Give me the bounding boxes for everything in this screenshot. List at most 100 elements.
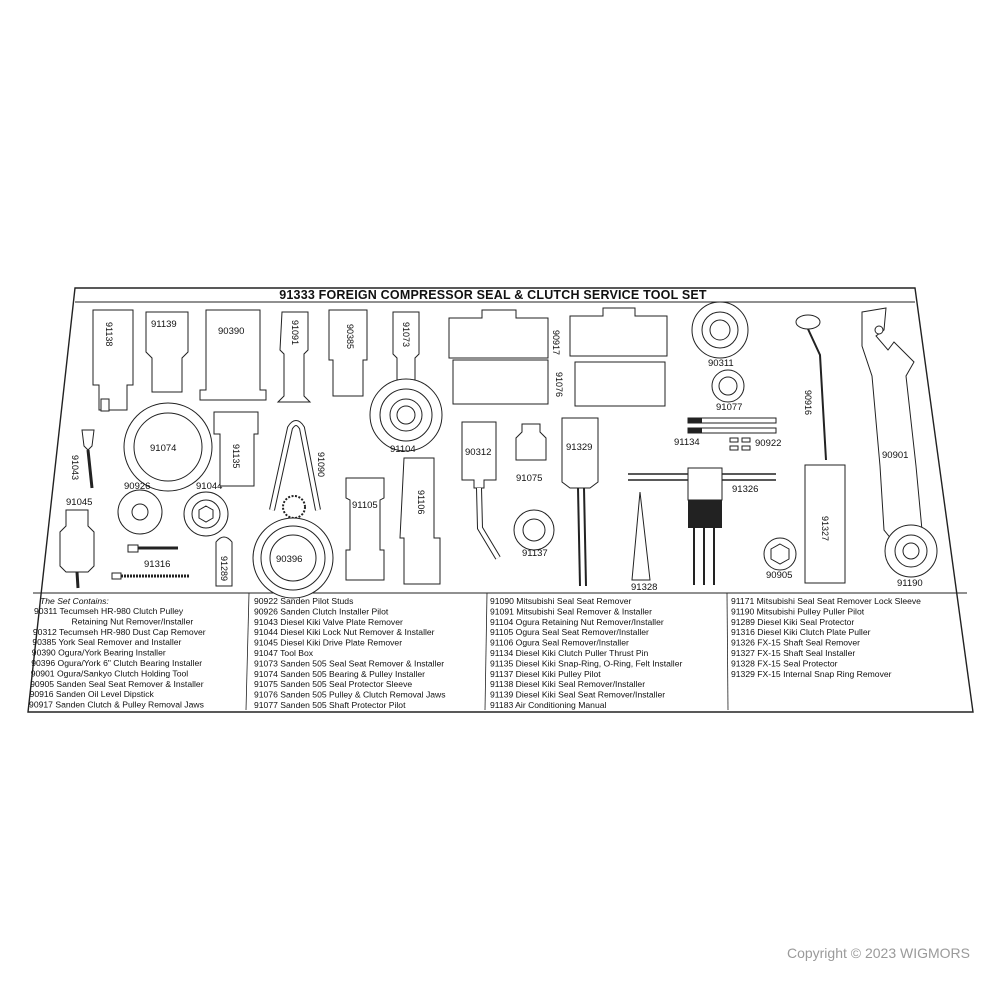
contents-list: The Set Contains: xyxy=(40,592,729,711)
tool-label-91134: 91134 xyxy=(674,437,700,448)
contents-list-item: 91183 Air Conditioning Manual xyxy=(490,700,607,710)
tool-label-91043: 91043 xyxy=(70,455,80,480)
tool-91105: 91105 xyxy=(345,477,385,581)
tool-90905: 90905 xyxy=(763,537,797,581)
contents-list-item: 91091 Mitsubishi Seal Remover & Installe… xyxy=(490,606,652,616)
tool-91328: 91328 xyxy=(631,491,657,593)
tool-90311: 90311 xyxy=(691,301,749,369)
contents-list-item: Retaining Nut Remover/Installer xyxy=(71,616,193,626)
tool-90917: 90917 xyxy=(448,309,561,405)
tool-91076: 91076 xyxy=(554,307,668,407)
tool-label-91076: 91076 xyxy=(554,372,564,397)
tool-label-90312: 90312 xyxy=(465,447,491,458)
tool-label-91329: 91329 xyxy=(566,442,592,453)
tool-91289: 91289 xyxy=(215,536,233,587)
tool-91106: 91106 xyxy=(399,457,441,585)
tool-label-90922: 90922 xyxy=(755,438,781,449)
tool-label-90926: 90926 xyxy=(124,481,150,492)
tool-91073: 91073 xyxy=(392,311,420,385)
tool-91135: 91135 xyxy=(213,411,259,487)
sheet-title: 91333 FOREIGN COMPRESSOR SEAL & CLUTCH S… xyxy=(279,288,707,302)
contents-list-item: 90396 Ogura/York 6" Clutch Bearing Insta… xyxy=(31,658,202,668)
contents-list-item: 90390 Ogura/York Bearing Installer xyxy=(32,648,166,658)
tool-label-91044: 91044 xyxy=(196,481,222,492)
tool-91327: 91327 xyxy=(804,464,846,584)
tool-91138: 91138 xyxy=(92,309,134,412)
tool-91091: 91091 xyxy=(276,311,312,403)
contents-list-item: 91076 Sanden 505 Pulley & Clutch Removal… xyxy=(254,690,446,700)
tool-90901: 90901 xyxy=(861,307,923,541)
tool-label-91090: 91090 xyxy=(316,452,326,477)
copyright-notice: Copyright © 2023 WIGMORS xyxy=(786,945,970,961)
tool-label-91045: 91045 xyxy=(66,497,92,508)
tool-label-91077: 91077 xyxy=(716,402,742,413)
contents-list-item: 91044 Diesel Kiki Lock Nut Remover & Ins… xyxy=(254,627,435,637)
contents-heading: The Set Contains: xyxy=(40,596,109,606)
contents-list-item: 91289 Diesel Kiki Seal Protector xyxy=(731,617,854,627)
contents-list-item: 91329 FX-15 Internal Snap Ring Remover xyxy=(731,669,892,679)
contents-list-item: 91106 Ogura Seal Remover/Installer xyxy=(490,638,629,648)
contents-list-item: 91090 Mitsubishi Seal Seat Remover xyxy=(490,596,632,606)
tool-91329: 91329 xyxy=(561,417,599,587)
contents-list-item: 90922 Sanden Pilot Studs xyxy=(254,596,353,606)
tool-91077: 91077 xyxy=(711,369,745,413)
contents-column-1: 90311 Tecumseh HR-980 Clutch PulleyRetai… xyxy=(29,606,206,710)
contents-list-item: 91043 Diesel Kiki Valve Plate Remover xyxy=(254,617,403,627)
contents-list-item: 91135 Diesel Kiki Snap-Ring, O-Ring, Fel… xyxy=(490,658,682,668)
contents-list-item: 91047 Tool Box xyxy=(254,648,314,658)
contents-list-item: 91190 Mitsubishi Pulley Puller Pilot xyxy=(731,606,865,616)
contents-list-item: 91077 Sanden 505 Shaft Protector Pilot xyxy=(254,700,406,710)
tool-91090: 91090 xyxy=(269,420,326,511)
tool-91104: 91104 xyxy=(369,378,443,455)
tool-label-91106: 91106 xyxy=(416,490,426,514)
contents-list-item: 91045 Diesel Kiki Drive Plate Remover xyxy=(254,638,402,648)
tool-91326: 91326 xyxy=(628,467,776,585)
contents-list-item: 91073 Sanden 505 Seal Seat Remover & Ins… xyxy=(254,658,444,668)
contents-list-item: 91327 FX-15 Shaft Seal Installer xyxy=(731,648,855,658)
tool-label-90901: 90901 xyxy=(882,450,908,461)
tool-91043: 91043 91045 xyxy=(66,429,95,508)
contents-list-item: 91134 Diesel Kiki Clutch Puller Thrust P… xyxy=(490,648,648,658)
contents-list-item: 91328 FX-15 Seal Protector xyxy=(731,658,838,668)
contents-list-item: 90905 Sanden Seal Seat Remover & Install… xyxy=(30,679,204,689)
tool-label-91326: 91326 xyxy=(732,484,758,495)
contents-list-item: 90385 York Seal Remover and Installer xyxy=(32,637,181,647)
contents-list-item: 91137 Diesel Kiki Pulley Pilot xyxy=(490,669,601,679)
tool-label-90390: 90390 xyxy=(218,326,244,337)
contents-list-item: 90916 Sanden Oil Level Dipstick xyxy=(30,689,155,699)
tool-label-91138: 91138 xyxy=(104,322,114,346)
tool-label-91091: 91091 xyxy=(290,320,300,345)
contents-column-3: 91090 Mitsubishi Seal Seat Remover91091 … xyxy=(490,596,682,710)
contents-list-item: 90901 Ogura/Sankyo Clutch Holding Tool xyxy=(31,668,189,678)
tool-label-91074: 91074 xyxy=(150,443,176,454)
tool-label-91135: 91135 xyxy=(231,444,241,468)
tool-label-90905: 90905 xyxy=(766,570,792,581)
tool-label-90916: 90916 xyxy=(803,390,813,415)
contents-list-item: 91171 Mitsubishi Seal Seat Remover Lock … xyxy=(731,596,921,606)
tool-91044 xyxy=(183,491,229,537)
contents-list-item: 91105 Ogura Seal Seat Remover/Installer xyxy=(490,627,649,637)
tool-91316: 91316 xyxy=(111,544,190,580)
contents-list-item: 91138 Diesel Kiki Seal Remover/Installer xyxy=(490,679,645,689)
contents-list-item: 91316 Diesel Kiki Clutch Plate Puller xyxy=(731,627,871,637)
contents-list-item: 91139 Diesel Kiki Seal Seat Remover/Inst… xyxy=(490,690,665,700)
tool-90916: 90916 xyxy=(795,314,827,461)
tool-91137: 91137 xyxy=(513,509,555,559)
contents-list-item: 90311 Tecumseh HR-980 Clutch Pulley xyxy=(34,606,184,616)
tool-label-90385: 90385 xyxy=(345,324,355,349)
tool-label-91073: 91073 xyxy=(401,322,411,347)
tool-label-91139: 91139 xyxy=(151,319,177,330)
tool-90385: 90385 xyxy=(328,309,368,397)
contents-list-item: 91075 Sanden 505 Seal Protector Sleeve xyxy=(254,679,412,689)
tool-90390: 90390 xyxy=(199,309,267,401)
tool-90396: 90396 xyxy=(252,517,334,599)
contents-list-item: 91326 FX-15 Shaft Seal Remover xyxy=(731,638,860,648)
tool-label-90311: 90311 xyxy=(708,358,734,369)
contents-list-item: 91074 Sanden 505 Bearing & Pulley Instal… xyxy=(254,669,425,679)
tool-91139: 91139 xyxy=(145,311,189,393)
contents-column-4: 91171 Mitsubishi Seal Seat Remover Lock … xyxy=(731,596,921,679)
tool-label-91075: 91075 xyxy=(516,473,542,484)
tool-90922: 90922 xyxy=(729,437,781,451)
